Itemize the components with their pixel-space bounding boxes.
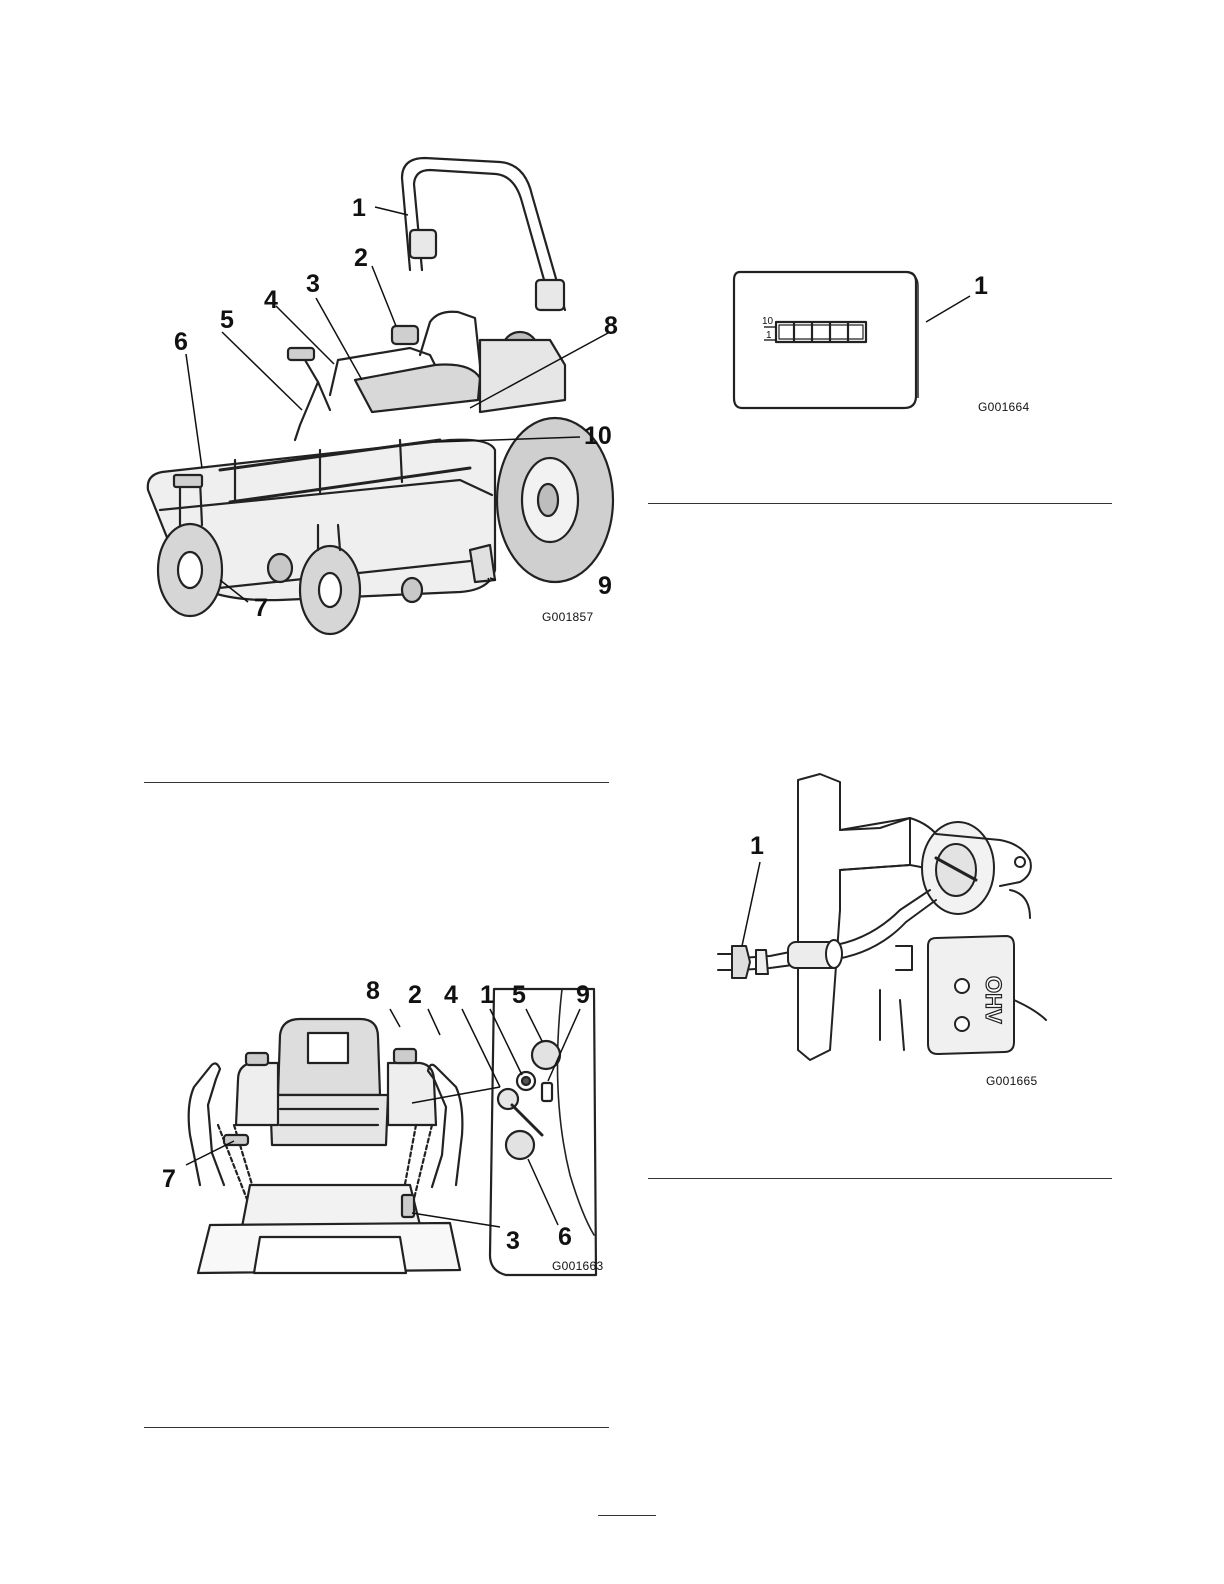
divider-left-2 xyxy=(144,1427,609,1428)
mower-illustration xyxy=(140,150,640,640)
figure-code-panel: G001663 xyxy=(552,1259,603,1273)
figure-code-meter: G001664 xyxy=(978,400,1029,414)
page-number-underline xyxy=(598,1515,656,1516)
divider-left-1 xyxy=(144,782,609,783)
meter-scale-bottom: 1 xyxy=(766,330,772,341)
engine-label-ohv: OHV xyxy=(981,976,1006,1024)
meter-scale-top: 10 xyxy=(762,316,773,327)
callout-mower-8: 8 xyxy=(604,314,618,339)
figure-code-fuel: G001665 xyxy=(986,1074,1037,1088)
callout-mower-4: 4 xyxy=(264,288,278,313)
callout-panel-1: 1 xyxy=(480,983,494,1008)
callout-panel-4: 4 xyxy=(444,983,458,1008)
callout-panel-8: 8 xyxy=(366,979,380,1004)
callout-meter-1: 1 xyxy=(974,274,988,299)
fuel-shutoff-illustration: OHV xyxy=(700,770,1060,1100)
callout-mower-2: 2 xyxy=(354,246,368,271)
figure-control-panel: 8 2 4 1 5 9 7 3 6 G001663 xyxy=(150,975,620,1275)
figure-mower-side: 1 2 3 4 5 6 7 8 9 10 G001857 xyxy=(140,150,640,640)
callout-mower-10: 10 xyxy=(584,424,612,449)
callout-panel-9: 9 xyxy=(576,983,590,1008)
callout-mower-9: 9 xyxy=(598,574,612,599)
control-panel-illustration xyxy=(150,975,620,1275)
callout-panel-2: 2 xyxy=(408,983,422,1008)
figure-code-mower: G001857 xyxy=(542,610,593,624)
divider-right-1 xyxy=(648,503,1112,504)
callout-panel-3: 3 xyxy=(506,1229,520,1254)
callout-fuel-1: 1 xyxy=(750,834,764,859)
callout-mower-7: 7 xyxy=(254,596,268,621)
figure-hour-meter: 10 1 1 G001664 xyxy=(730,270,1050,430)
callout-mower-6: 6 xyxy=(174,330,188,355)
callout-mower-3: 3 xyxy=(306,272,320,297)
callout-mower-5: 5 xyxy=(220,308,234,333)
callout-panel-7: 7 xyxy=(162,1167,176,1192)
callout-panel-5: 5 xyxy=(512,983,526,1008)
divider-right-2 xyxy=(648,1178,1112,1179)
figure-fuel-shutoff: OHV 1 G001665 xyxy=(700,770,1060,1100)
callout-panel-6: 6 xyxy=(558,1225,572,1250)
callout-mower-1: 1 xyxy=(352,196,366,221)
